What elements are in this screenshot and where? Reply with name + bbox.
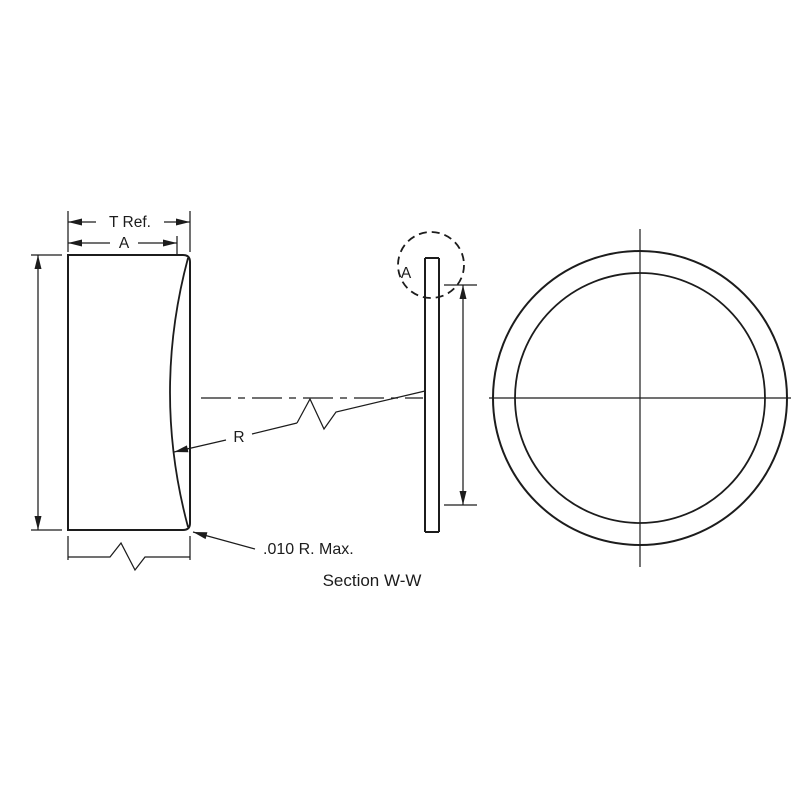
a-label: A (119, 235, 130, 252)
id-arrow-bottom (459, 491, 467, 505)
section-view (67, 254, 191, 531)
radius-leader: R (173, 390, 426, 453)
radius-leader-seg-2 (251, 422, 298, 435)
t-ref-arrow-right (176, 218, 190, 226)
bottom-break-dimension (67, 536, 191, 572)
corner-radius-arrowhead (193, 532, 208, 540)
front-view (489, 229, 791, 567)
section-title: Section W-W (323, 571, 422, 590)
corner-radius-label: .010 R. Max. (263, 541, 354, 558)
washer-section-outline (67, 254, 191, 531)
detail-callout-label: A (401, 265, 412, 282)
detail-callout-circle (397, 231, 465, 299)
top-dimensions: T Ref. A (67, 211, 191, 254)
height-arrow-bottom (34, 516, 42, 530)
height-dimension (31, 254, 62, 531)
inner-diameter-dimension (444, 284, 477, 506)
break-zigzag-line (68, 541, 190, 572)
a-arrow-left (68, 239, 82, 247)
radius-arrowhead (174, 445, 189, 453)
radius-label: R (233, 429, 244, 446)
corner-radius-note: .010 R. Max. (192, 531, 354, 558)
edge-view: A (397, 231, 465, 533)
id-arrow-top (459, 285, 467, 299)
t-ref-label: T Ref. (109, 214, 151, 231)
a-arrow-right (163, 239, 177, 247)
height-arrow-top (34, 255, 42, 269)
t-ref-arrow-left (68, 218, 82, 226)
radius-leader-zigzag (296, 390, 426, 431)
concave-face-arc (169, 257, 189, 528)
